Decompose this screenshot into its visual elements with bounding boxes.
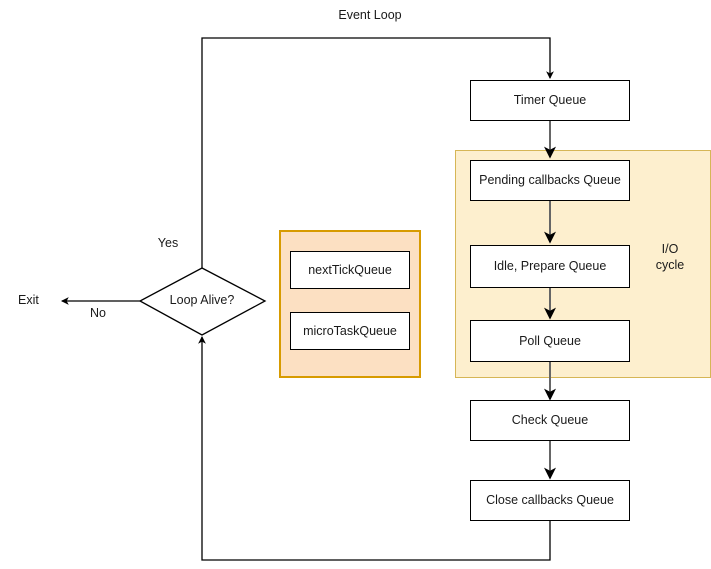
node-check-queue[interactable]: Check Queue [470,400,630,441]
node-timer-queue[interactable]: Timer Queue [470,80,630,121]
io-cycle-label: I/O cycle [655,242,685,272]
edge-label-no: No [90,306,106,320]
node-micro-task-queue[interactable]: microTaskQueue [290,312,410,350]
node-next-tick-queue[interactable]: nextTickQueue [290,251,410,289]
exit-label[interactable]: Exit [18,293,39,307]
node-idle-prepare-queue[interactable]: Idle, Prepare Queue [470,245,630,288]
node-poll-queue[interactable]: Poll Queue [470,320,630,362]
diagram-title: Event Loop [338,8,402,22]
node-close-callbacks-queue[interactable]: Close callbacks Queue [470,480,630,521]
decision-label: Loop Alive? [169,293,235,307]
node-pending-callbacks-queue[interactable]: Pending callbacks Queue [470,160,630,201]
edge-label-yes: Yes [157,236,179,250]
